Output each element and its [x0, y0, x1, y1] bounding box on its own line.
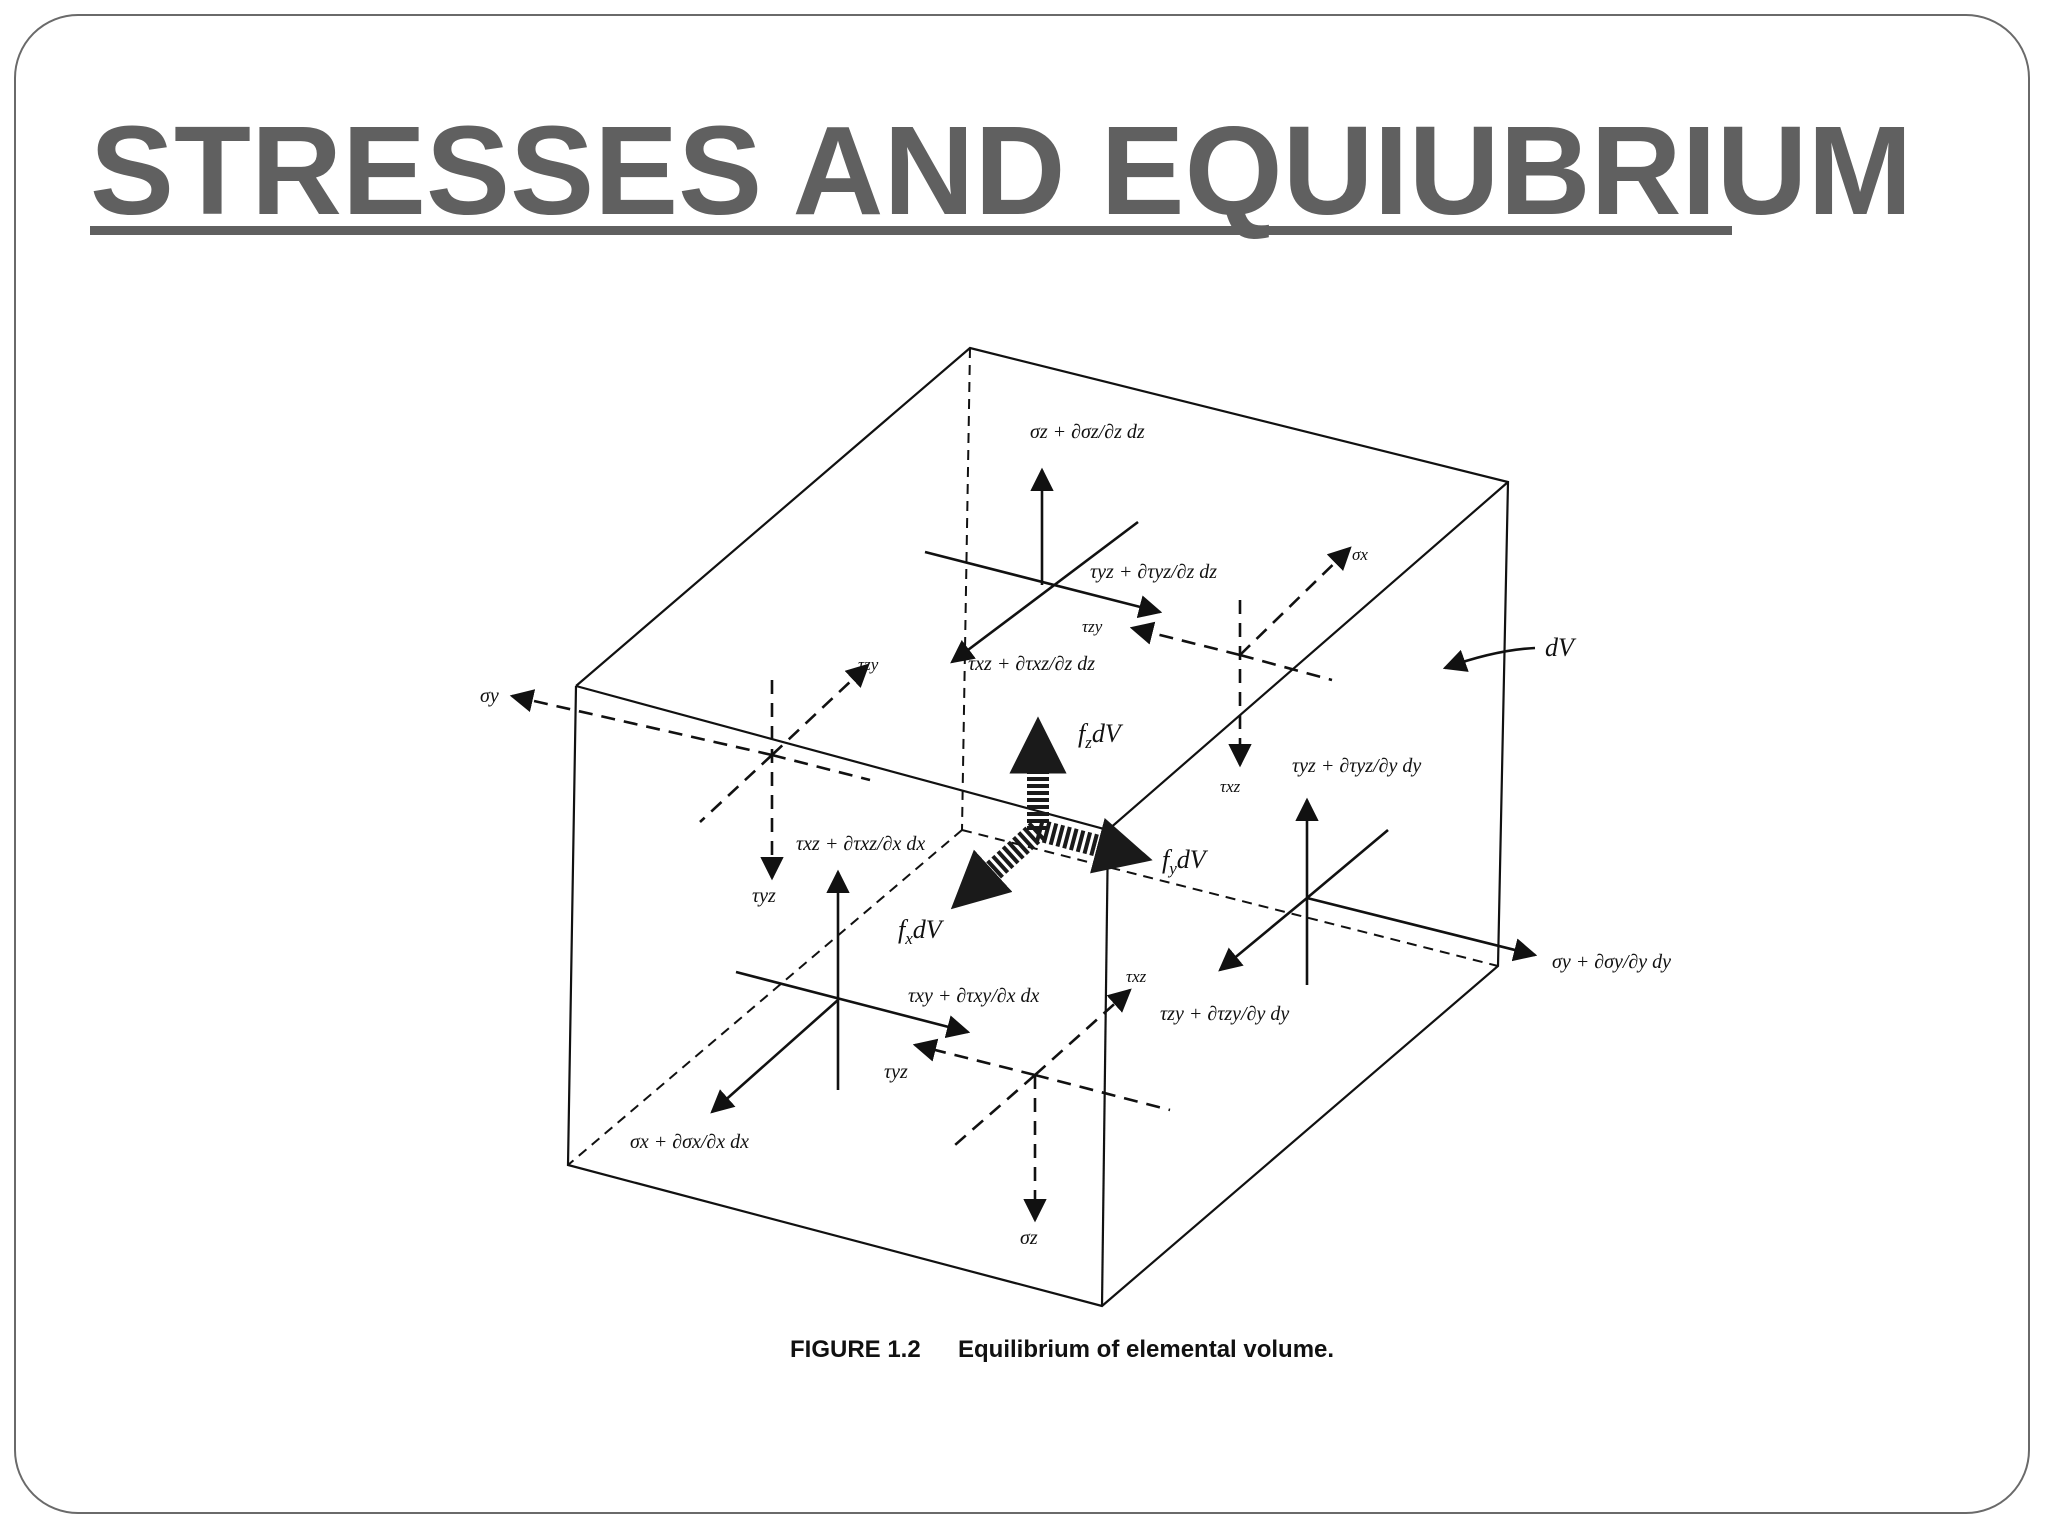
label-tau-zy-left: τzy — [858, 655, 879, 674]
label-fy: fydV — [1162, 845, 1209, 878]
label-sigma-y-left: σy — [480, 685, 499, 707]
label-sigma-x-front: σx + ∂σx/∂x dx — [630, 1131, 749, 1153]
cube-hidden-edges — [567, 347, 1499, 1166]
label-fz: fzdV — [1078, 719, 1124, 752]
bottom-face-stresses — [912, 988, 1171, 1223]
label-fx: fxdV — [898, 915, 945, 948]
label-tau-xz-back: τxz — [1220, 777, 1241, 796]
label-tau-yz-left: τyz — [752, 885, 776, 907]
label-sigma-z-top: σz + ∂σz/∂z dz — [1030, 421, 1145, 443]
slide-title: STRESSES AND EQUIUBRIUM — [90, 100, 1913, 241]
title-underline — [90, 226, 1732, 235]
label-tau-yz-top: τyz + ∂τyz/∂z dz — [1090, 561, 1217, 583]
label-tau-xz-top: τxz + ∂τxz/∂z dz — [968, 653, 1095, 675]
caption-text: Equilibrium of elemental volume. — [958, 1336, 1334, 1363]
body-force-arrows — [950, 716, 1153, 910]
label-tau-xz-front: τxz — [1126, 967, 1147, 986]
figure-caption: FIGURE 1.2 Equilibrium of elemental volu… — [790, 1336, 1334, 1363]
label-tau-yz-right: τyz + ∂τyz/∂y dy — [1292, 755, 1421, 777]
dv-leader — [1442, 646, 1536, 672]
label-sigma-z-bottom: σz — [1020, 1227, 1038, 1249]
top-face-stresses — [924, 467, 1163, 664]
left-face-stresses — [509, 663, 871, 881]
label-sigma-x-back: σx — [1352, 545, 1368, 564]
right-face-stresses — [1218, 797, 1538, 985]
front-face-stresses — [710, 869, 971, 1114]
label-tau-yz-front: τyz — [884, 1061, 908, 1083]
caption-number: FIGURE 1.2 — [790, 1336, 921, 1363]
label-tau-zy-small: τzy — [1082, 617, 1103, 636]
label-sigma-y-right: σy + ∂σy/∂y dy — [1552, 951, 1671, 973]
label-dV: dV — [1545, 633, 1577, 662]
back-face-stresses — [1129, 546, 1352, 768]
diagram-labels: dV fzdV fydV fxdV σz + ∂σz/∂z dz τyz + ∂… — [480, 421, 1671, 1249]
label-tau-xz-left: τxz + ∂τxz/∂x dx — [796, 833, 925, 855]
label-tau-zy-right: τzy + ∂τzy/∂y dy — [1160, 1003, 1289, 1025]
label-tau-xy-front: τxy + ∂τxy/∂x dx — [908, 985, 1040, 1007]
